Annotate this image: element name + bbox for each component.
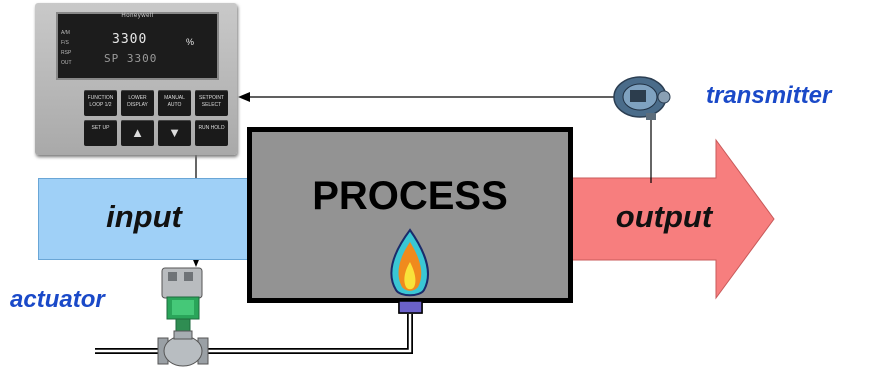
lower-display-key[interactable]: LOWER DISPLAY: [121, 90, 154, 116]
feedback-arrowhead: [238, 92, 250, 102]
input-stream: [38, 178, 250, 260]
transmitter-label: transmitter: [706, 82, 832, 109]
controller-pv-unit: %: [186, 37, 195, 47]
process-label: PROCESS: [312, 174, 508, 218]
run-hold-key-label: RUN HOLD: [198, 125, 225, 131]
controller-brand: Honeywell: [121, 13, 154, 19]
control-valve-device: [157, 267, 209, 367]
output-arrow: [565, 138, 775, 300]
lower-display-key-label: LOWER DISPLAY: [127, 95, 148, 108]
decrease-key[interactable]: ▼: [158, 120, 191, 146]
down-arrow-icon: ▼: [168, 125, 181, 140]
burner-base-overlay: [398, 300, 423, 314]
actuator-label: actuator: [10, 286, 105, 313]
controller-sp-readout: SP 3300: [104, 52, 158, 65]
fuel-pipe: [95, 314, 413, 354]
set-up-key-label: SET UP: [91, 125, 110, 131]
transmitter-device: [613, 76, 671, 120]
setpoint-select-key-label: SETPOINT SELECT: [198, 95, 224, 108]
up-arrow-icon: ▲: [131, 125, 144, 140]
indicator-fs: F/S: [61, 40, 69, 46]
manual-auto-key-label: MANUAL AUTO: [164, 95, 185, 108]
input-label: input: [106, 199, 182, 234]
manual-auto-key[interactable]: MANUAL AUTO: [158, 90, 191, 116]
indicator-rsp: RSP: [61, 50, 72, 56]
indicator-am: A/M: [61, 30, 70, 36]
output-label: output: [615, 199, 713, 234]
fuel-pipe-core: [95, 314, 412, 353]
function-loop-key[interactable]: FUNCTION LOOP 1/2: [84, 90, 117, 116]
setpoint-select-key[interactable]: SETPOINT SELECT: [195, 90, 228, 116]
burner-flame-icon: [390, 228, 429, 297]
increase-key[interactable]: ▲: [121, 120, 154, 146]
controller-display: [56, 12, 219, 80]
run-hold-key[interactable]: RUN HOLD: [195, 120, 228, 146]
function-loop-key-label: FUNCTION LOOP 1/2: [87, 95, 114, 108]
set-up-key[interactable]: SET UP: [84, 120, 117, 146]
indicator-out: OUT: [61, 60, 72, 66]
burner-overlay: [390, 228, 429, 314]
process-block: [247, 127, 573, 303]
controller-pv-readout: 3300: [112, 32, 148, 47]
